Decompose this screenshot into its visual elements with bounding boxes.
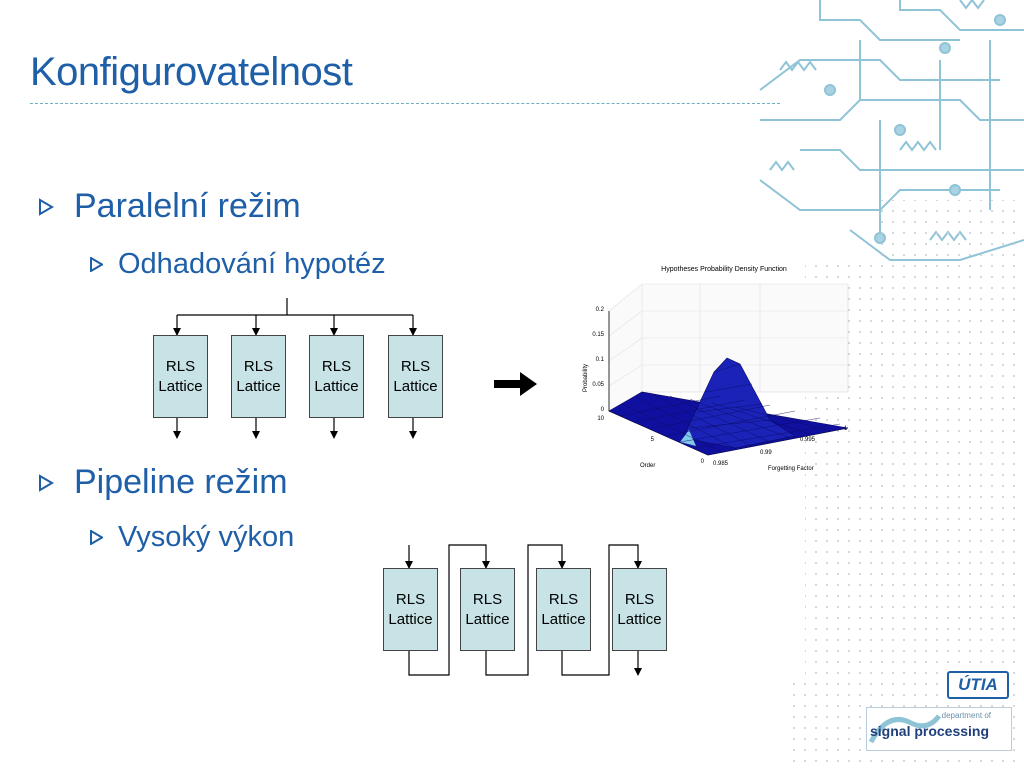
utia-logo: ÚTIA <box>947 671 1009 699</box>
page-title: Konfigurovatelnost <box>30 50 353 94</box>
rls-lattice-block: RLS Lattice <box>153 335 208 418</box>
subbullet-high-performance: Vysoký výkon <box>90 521 294 554</box>
signal-wave-icon <box>868 714 941 744</box>
x-tick: 0.985 <box>713 461 729 467</box>
logo-signal-processing-text: signal processing <box>870 723 990 739</box>
rls-lattice-block: RLS Lattice <box>460 568 515 651</box>
z-axis-label: Probability <box>583 364 589 392</box>
x-tick: 1 <box>844 426 848 432</box>
triangle-bullet-icon <box>39 197 54 216</box>
block-label-line1: RLS <box>243 357 274 375</box>
block-label-line2: Lattice <box>236 377 281 395</box>
surface-peak <box>682 357 796 449</box>
block-label-line1: RLS <box>165 357 196 375</box>
z-tick: 0.2 <box>596 307 605 313</box>
rls-lattice-block: RLS Lattice <box>383 568 438 651</box>
block-label-line1: RLS <box>321 357 352 375</box>
surface-small-peak <box>680 430 696 446</box>
x-tick: 0.995 <box>800 437 816 443</box>
title-divider <box>30 103 780 104</box>
y-tick: 5 <box>651 437 655 443</box>
triangle-bullet-icon <box>39 473 54 492</box>
y-tick: 0 <box>701 459 705 465</box>
block-label-line2: Lattice <box>393 377 438 395</box>
triangle-bullet-icon <box>90 257 103 272</box>
signal-processing-logo: department of signal processing <box>866 707 1012 751</box>
subbullet-text: Vysoký výkon <box>118 521 295 553</box>
block-label-line1: RLS <box>548 590 579 608</box>
block-label-line1: RLS <box>472 590 503 608</box>
subbullet-text: Odhadování hypotéz <box>118 248 386 280</box>
block-label-line2: Lattice <box>388 610 433 628</box>
utia-logo-text: ÚTIA <box>958 675 998 694</box>
rls-lattice-block: RLS Lattice <box>309 335 364 418</box>
block-label-line2: Lattice <box>617 610 662 628</box>
bullet-text: Paralelní režim <box>74 187 301 225</box>
rls-lattice-block: RLS Lattice <box>612 568 667 651</box>
rls-lattice-block: RLS Lattice <box>231 335 286 418</box>
block-label-line1: RLS <box>624 590 655 608</box>
y-tick: 10 <box>597 416 604 422</box>
block-label-line2: Lattice <box>158 377 203 395</box>
block-label-line1: RLS <box>395 590 426 608</box>
block-label-line2: Lattice <box>465 610 510 628</box>
logo-department-text: department of <box>941 711 991 720</box>
x-tick: 0.99 <box>760 450 772 456</box>
bullet-pipeline-mode: Pipeline režim <box>38 463 288 502</box>
plot-title: Hypotheses Probability Density Function <box>661 266 787 273</box>
subbullet-hypothesis-estimation: Odhadování hypotéz <box>90 248 386 281</box>
z-tick: 0.15 <box>592 332 604 338</box>
rls-lattice-block: RLS Lattice <box>536 568 591 651</box>
z-tick: 0 <box>601 407 605 413</box>
block-label-line2: Lattice <box>541 610 586 628</box>
y-axis-label: Order <box>640 463 655 469</box>
rls-lattice-block: RLS Lattice <box>388 335 443 418</box>
block-label-line1: RLS <box>400 357 431 375</box>
block-label-line2: Lattice <box>314 377 359 395</box>
z-tick: 0.1 <box>596 357 605 363</box>
bullet-parallel-mode: Paralelní režim <box>38 187 301 226</box>
triangle-bullet-icon <box>90 530 103 545</box>
z-tick: 0.05 <box>592 382 604 388</box>
bullet-text: Pipeline režim <box>74 463 288 501</box>
x-axis-label: Forgetting Factor <box>768 466 814 472</box>
